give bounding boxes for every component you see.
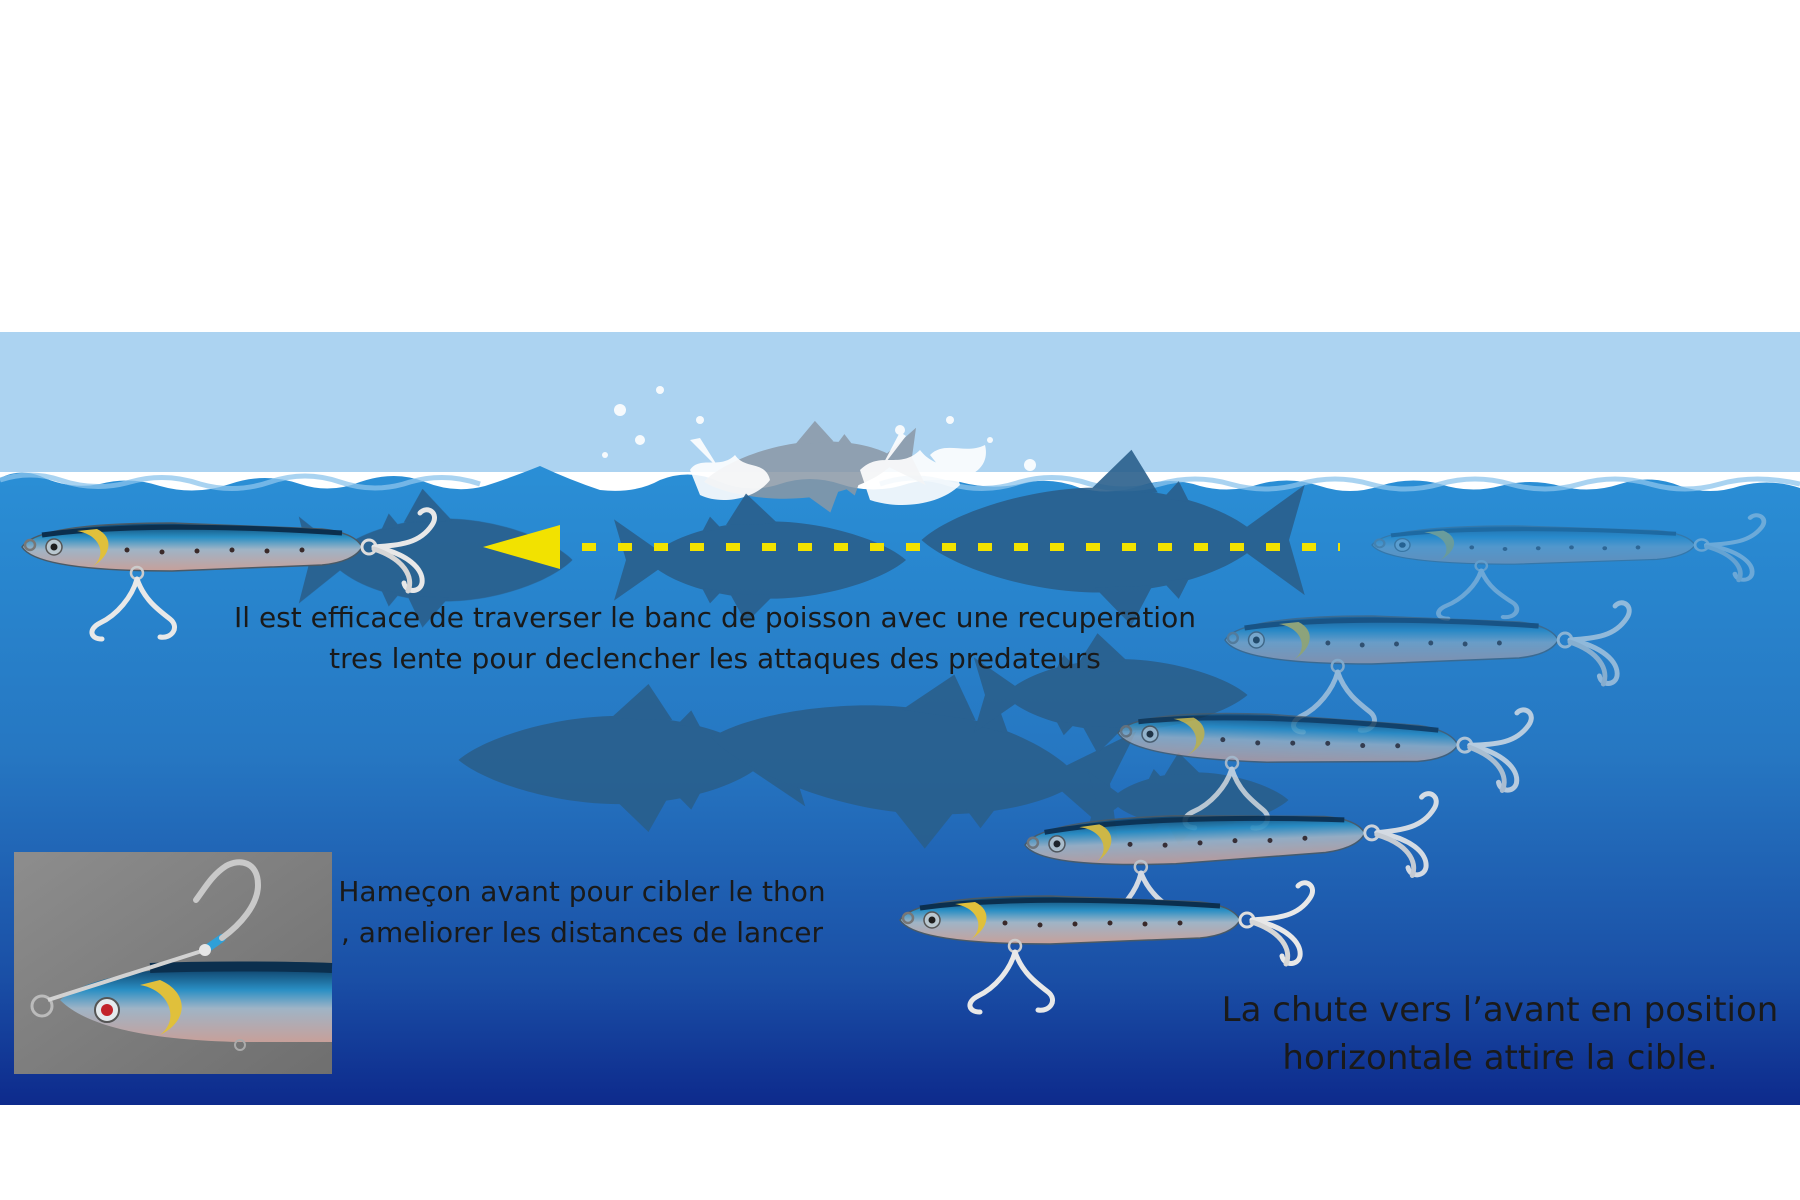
front-hook-photo [14,852,333,1074]
wave-crest [0,472,1800,492]
caption-fall-line-1: La chute vers l’avant en position [1221,990,1779,1030]
caption-fall-line-2: horizontale attire la cible. [1282,1037,1718,1078]
caption-front-hook: Hameçon avant pour cibler le thon , amel… [322,872,842,953]
caption-fall: La chute vers l’avant en position horizo… [1200,987,1800,1082]
arrow-left-icon [483,525,1340,569]
hook-icon [193,859,262,941]
caption-traverse-line-1: Il est efficace de traverser le banc de … [234,601,1196,634]
caption-traverse-line-2: tres lente pour declencher les attaques … [329,641,1101,675]
splash [602,386,1036,505]
caption-front-hook-line-2: , ameliorer les distances de lancer [340,915,824,949]
caption-front-hook-line-1: Hameçon avant pour cibler le thon [338,875,826,908]
caption-traverse: Il est efficace de traverser le banc de … [150,598,1280,679]
